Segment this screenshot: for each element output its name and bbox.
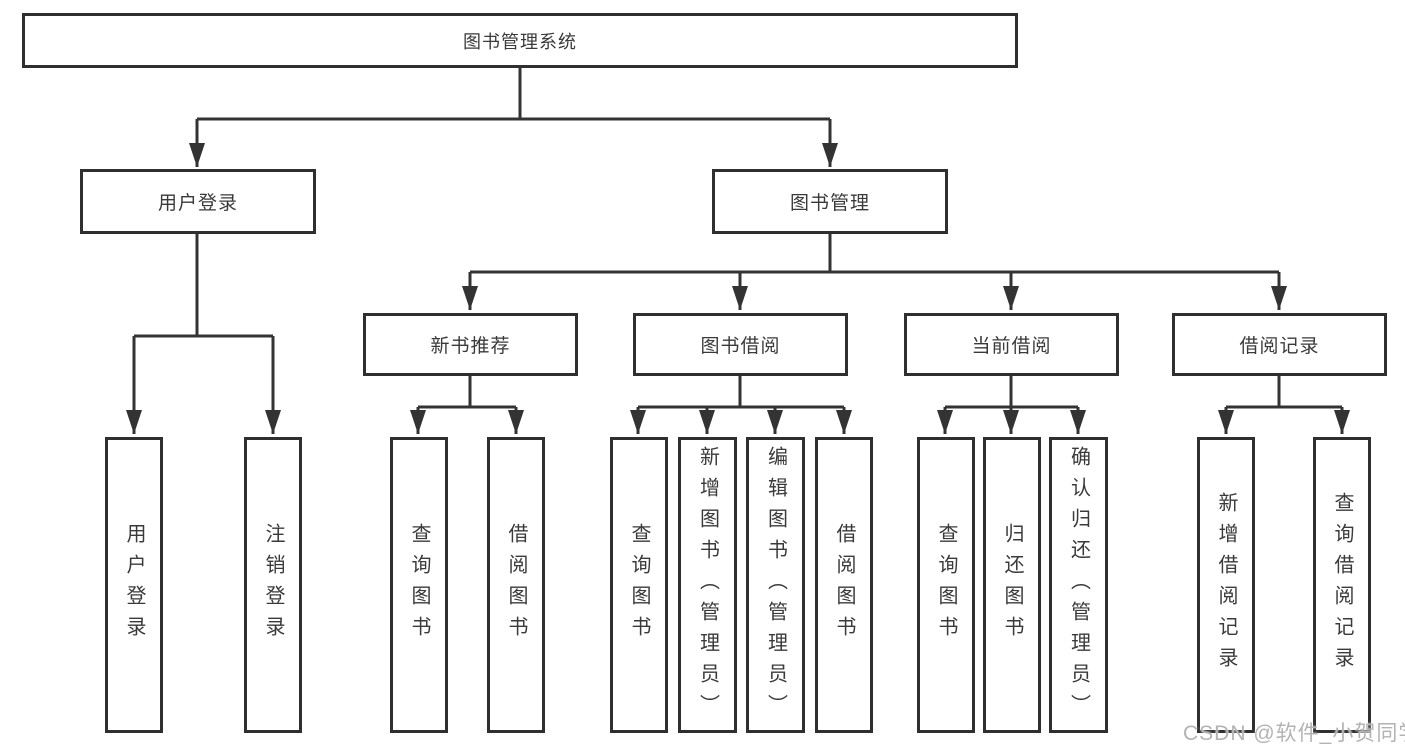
- leaf-return-books-label: 归还图书: [1001, 523, 1023, 647]
- leaf-recommend-query-books: 查询图书: [390, 437, 448, 733]
- node-new-book-recommend-label: 新书推荐: [430, 336, 511, 357]
- csdn-watermark: CSDN @软件_小贺同学: [1183, 722, 1405, 745]
- leaf-recommend-borrow-books-label: 借阅图书: [505, 523, 527, 647]
- node-book-borrowing-label: 图书借阅: [700, 336, 781, 357]
- leaf-user-login-label: 用户登录: [123, 523, 145, 647]
- leaf-add-book-admin: 新增图书（管理员）: [678, 437, 737, 733]
- leaf-current-query-books-label: 查询图书: [935, 523, 957, 647]
- leaf-recommend-borrow-books: 借阅图书: [487, 437, 545, 733]
- node-user-login-label: 用户登录: [157, 193, 238, 214]
- node-book-borrowing: 图书借阅: [633, 313, 848, 376]
- leaf-borrowing-borrow-books-label: 借阅图书: [833, 523, 855, 647]
- leaf-current-query-books: 查询图书: [917, 437, 975, 733]
- leaf-confirm-return-admin: 确认归还（管理员）: [1049, 437, 1108, 733]
- node-user-login: 用户登录: [80, 169, 316, 234]
- leaf-add-borrow-record: 新增借阅记录: [1197, 437, 1255, 733]
- node-current-borrowing: 当前借阅: [904, 313, 1119, 376]
- leaf-recommend-query-books-label: 查询图书: [408, 523, 430, 647]
- leaf-borrowing-query-books-label: 查询图书: [628, 523, 650, 647]
- leaf-query-borrow-record-label: 查询借阅记录: [1331, 492, 1353, 678]
- leaf-edit-book-admin-label: 编辑图书（管理员）: [764, 445, 787, 725]
- node-current-borrowing-label: 当前借阅: [971, 336, 1052, 357]
- leaf-edit-book-admin: 编辑图书（管理员）: [746, 437, 805, 733]
- leaf-add-borrow-record-label: 新增借阅记录: [1215, 492, 1237, 678]
- node-borrow-records: 借阅记录: [1172, 313, 1387, 376]
- leaf-borrowing-query-books: 查询图书: [610, 437, 668, 733]
- leaf-logout-label: 注销登录: [262, 523, 284, 647]
- leaf-query-borrow-record: 查询借阅记录: [1313, 437, 1371, 733]
- leaf-confirm-return-admin-label: 确认归还（管理员）: [1067, 445, 1090, 725]
- leaf-borrowing-borrow-books: 借阅图书: [815, 437, 873, 733]
- node-book-management-label: 图书管理: [789, 193, 870, 214]
- leaf-logout: 注销登录: [244, 437, 302, 733]
- node-book-management: 图书管理: [712, 169, 948, 234]
- leaf-user-login: 用户登录: [105, 437, 163, 733]
- leaf-return-books: 归还图书: [983, 437, 1041, 733]
- leaf-add-book-admin-label: 新增图书（管理员）: [696, 445, 719, 725]
- node-root: 图书管理系统: [22, 13, 1018, 68]
- node-new-book-recommend: 新书推荐: [363, 313, 578, 376]
- node-borrow-records-label: 借阅记录: [1239, 336, 1320, 357]
- node-root-label: 图书管理系统: [463, 31, 577, 52]
